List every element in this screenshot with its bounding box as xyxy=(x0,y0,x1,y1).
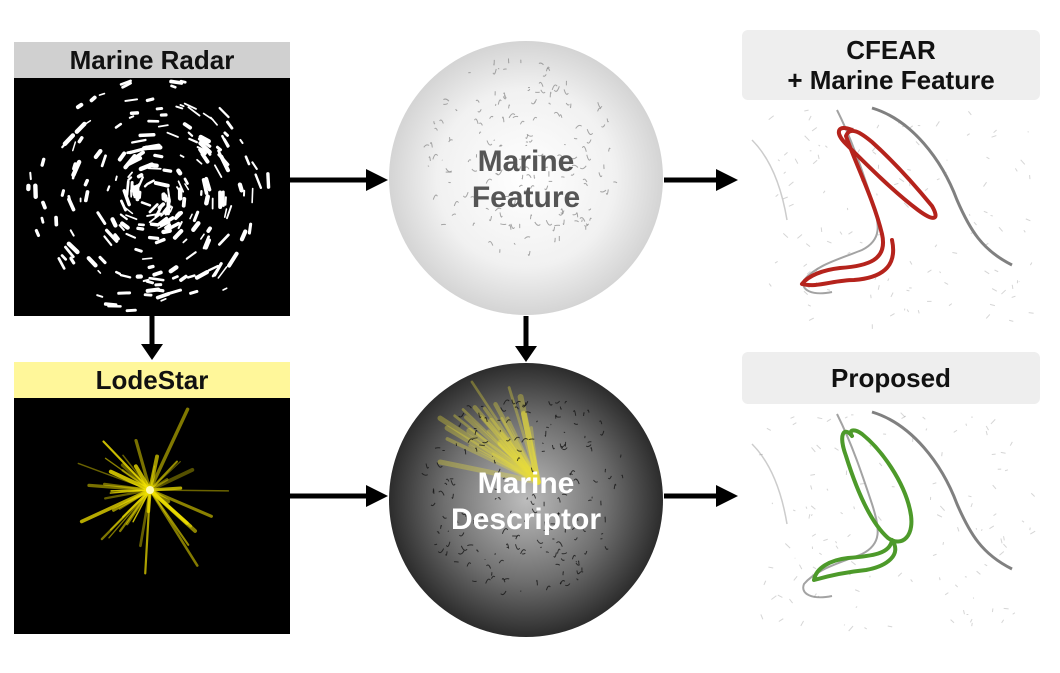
marine-feature-sphere: Marine Feature xyxy=(388,40,664,316)
arrow-right-icon xyxy=(664,169,738,191)
marine-descriptor-label-line1: Marine xyxy=(477,467,575,500)
proposed-title: Proposed xyxy=(831,363,951,393)
baseline-title-line2: + Marine Feature xyxy=(787,65,995,95)
arrow-down-icon xyxy=(515,316,537,362)
proposed-header: Proposed xyxy=(742,352,1040,404)
baseline-header: CFEAR + Marine Feature xyxy=(742,30,1040,100)
arrow-right-icon xyxy=(290,485,388,507)
radar-title: Marine Radar xyxy=(69,45,235,75)
baseline-map xyxy=(742,100,1042,332)
marine-feature-label-line2: Feature xyxy=(471,181,581,214)
marine-feature-label-line1: Marine xyxy=(477,145,575,178)
radar-header: Marine Radar xyxy=(14,42,290,78)
marine-descriptor-sphere: Marine Descriptor xyxy=(388,362,664,638)
proposed-trajectory xyxy=(812,428,914,582)
arrow-down-icon xyxy=(141,316,163,360)
radar-image xyxy=(14,78,290,316)
lodestar-star xyxy=(77,407,230,575)
arrow-right-icon xyxy=(290,169,388,191)
baseline-title-line1: CFEAR xyxy=(846,35,936,65)
proposed-map xyxy=(742,404,1042,640)
lodestar-header: LodeStar xyxy=(14,362,290,398)
lodestar-image xyxy=(14,398,290,634)
baseline-trajectory xyxy=(800,125,938,288)
arrow-right-icon xyxy=(664,485,738,507)
lodestar-title: LodeStar xyxy=(95,365,209,395)
radar-scan xyxy=(26,79,271,313)
marine-descriptor-label-line2: Descriptor xyxy=(450,503,602,536)
